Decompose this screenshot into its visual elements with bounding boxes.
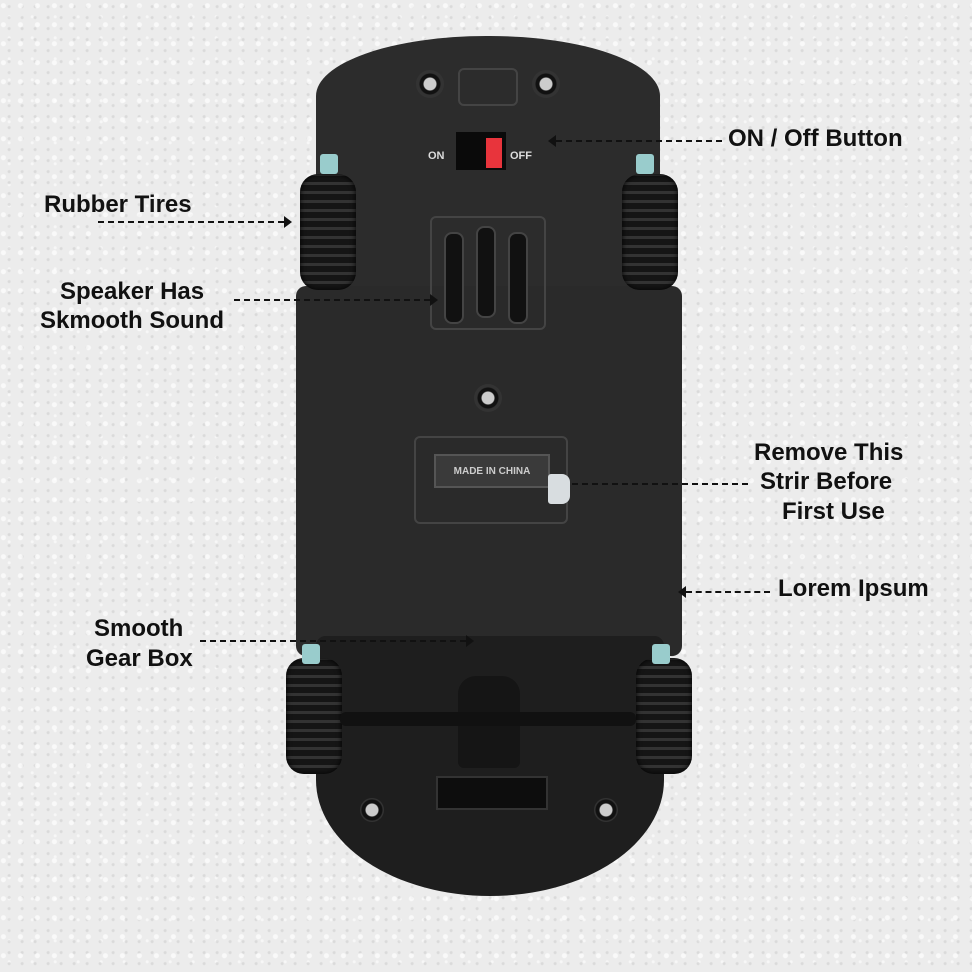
rear-axle — [340, 712, 636, 726]
callout-line — [234, 299, 430, 301]
screw-icon — [532, 70, 560, 98]
screw-icon — [360, 798, 384, 822]
screw-icon — [416, 70, 444, 98]
insulation-strip[interactable] — [548, 474, 570, 504]
callout-strip: Remove This — [754, 439, 904, 466]
rear-left-tire — [286, 658, 342, 774]
arrow-right-icon — [430, 294, 438, 306]
arrow-right-icon — [466, 635, 474, 647]
wheel-hub — [636, 154, 654, 174]
switch-off-label: OFF — [510, 150, 532, 162]
callout-strip-line3: First Use — [782, 498, 885, 525]
power-switch[interactable] — [486, 138, 502, 168]
callout-line — [686, 591, 770, 593]
arrow-right-icon — [284, 216, 292, 228]
callout-speaker-line2: Skmooth Sound — [40, 307, 224, 334]
front-left-tire — [300, 174, 356, 290]
callout-tires: Rubber Tires — [44, 191, 192, 218]
wheel-hub — [652, 644, 670, 664]
front-right-tire — [622, 174, 678, 290]
callout-strip-line2: Strir Before — [760, 468, 893, 495]
speaker-slot — [476, 226, 496, 318]
wheel-hub — [320, 154, 338, 174]
screw-icon — [474, 384, 502, 412]
switch-on-label: ON — [428, 150, 445, 162]
arrow-left-icon — [548, 135, 556, 147]
callout-gearbox-line2: Gear Box — [86, 645, 193, 672]
battery-cover — [458, 68, 518, 106]
callout-line — [98, 221, 284, 223]
toy-car-underside: ON OFF MADE IN CHINA — [286, 36, 692, 902]
callout-line — [556, 140, 722, 142]
speaker-slot — [508, 232, 528, 324]
callout-on-off: ON / Off Button — [728, 125, 903, 152]
wheel-hub — [302, 644, 320, 664]
callout-speaker: Speaker Has — [60, 278, 205, 305]
speaker-grille — [430, 216, 546, 330]
callout-line — [572, 483, 748, 485]
rear-right-tire — [636, 658, 692, 774]
made-in-plate: MADE IN CHINA — [434, 454, 550, 488]
arrow-left-icon — [678, 586, 686, 598]
callout-lorem: Lorem Ipsum — [778, 575, 929, 602]
rear-plate — [436, 776, 548, 810]
callout-line — [200, 640, 466, 642]
callout-gearbox: Smooth — [94, 615, 184, 642]
speaker-slot — [444, 232, 464, 324]
screw-icon — [594, 798, 618, 822]
